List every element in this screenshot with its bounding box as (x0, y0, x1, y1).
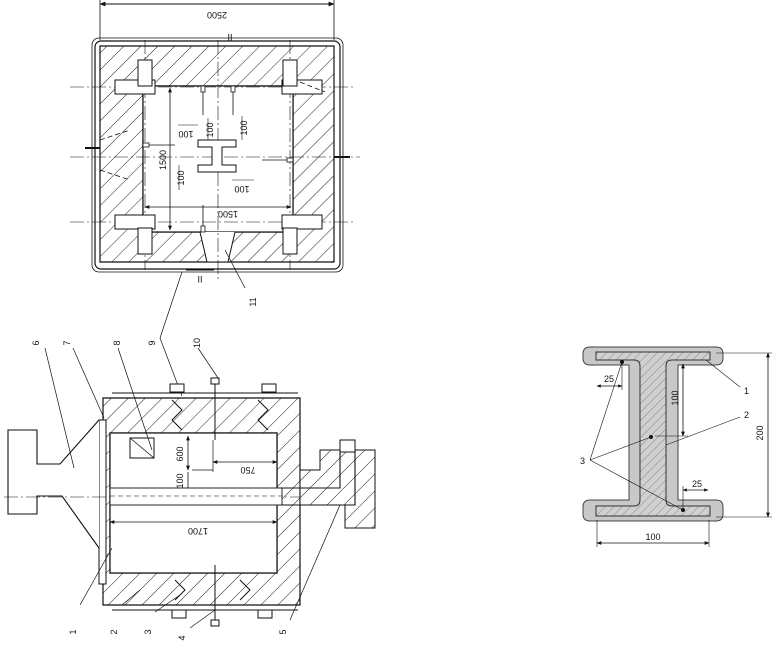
side-view: 1700 750 600 100 6 7 8 9 10 1 2 3 (4, 271, 376, 641)
heater-bl (114, 214, 156, 230)
section-mark-top: II (227, 32, 232, 42)
exhaust-pipe (299, 449, 376, 529)
dim-1700: 1700 (188, 526, 208, 536)
specimen-ibeam-top (197, 139, 237, 173)
thermocouple-probes (142, 85, 294, 233)
specimen-rod (109, 487, 283, 506)
ibeam-callout-1: 1 (744, 386, 749, 396)
exhaust-hood (7, 419, 100, 549)
dim-100-d: 100 (176, 170, 186, 185)
ibeam-steel (595, 351, 711, 517)
callout-9: 9 (147, 340, 157, 345)
heater-br (281, 214, 323, 230)
dim-1500-horizontal: 1500 (218, 209, 238, 219)
dim-25-bottom: 25 (692, 479, 702, 489)
callout-8: 8 (112, 340, 122, 345)
callout-leaders (44, 347, 341, 629)
callout-2: 2 (109, 629, 119, 634)
dim-100-e: 100 (234, 184, 249, 194)
dim-100-width: 100 (645, 532, 660, 542)
callout-11: 11 (248, 297, 258, 306)
outer-frame (94, 40, 341, 270)
dim-100-c: 100 (239, 120, 249, 135)
callout-4: 4 (177, 635, 187, 640)
dim-750: 750 (240, 465, 255, 475)
dim-600: 600 (175, 446, 185, 461)
dim-100-a: 100 (178, 129, 193, 139)
door-plate (98, 419, 107, 585)
callout-5: 5 (278, 629, 288, 634)
dim-100: 100 (175, 473, 185, 488)
callout-1: 1 (68, 629, 78, 634)
bottom-fittings (171, 565, 273, 627)
callout-7: 7 (62, 340, 72, 345)
dim-25-top: 25 (604, 374, 614, 384)
callout-3: 3 (143, 629, 153, 634)
ibeam-section: 200 100 100 25 25 1 2 3 (580, 346, 772, 547)
dim-100-web: 100 (670, 390, 680, 405)
dim-200: 200 (755, 425, 765, 440)
section-mark-bottom: II (197, 274, 202, 284)
top-view: 2500 II (70, 0, 360, 307)
dim-2500: 2500 (207, 10, 227, 20)
callout-6: 6 (31, 340, 41, 345)
dim-100-b: 100 (205, 122, 215, 137)
dim-1500-vertical: 1500 (158, 150, 168, 170)
callout-10: 10 (192, 338, 202, 348)
top-fittings (169, 377, 277, 440)
ibeam-callout-2: 2 (744, 410, 749, 420)
ibeam-callout-3: 3 (580, 456, 585, 466)
